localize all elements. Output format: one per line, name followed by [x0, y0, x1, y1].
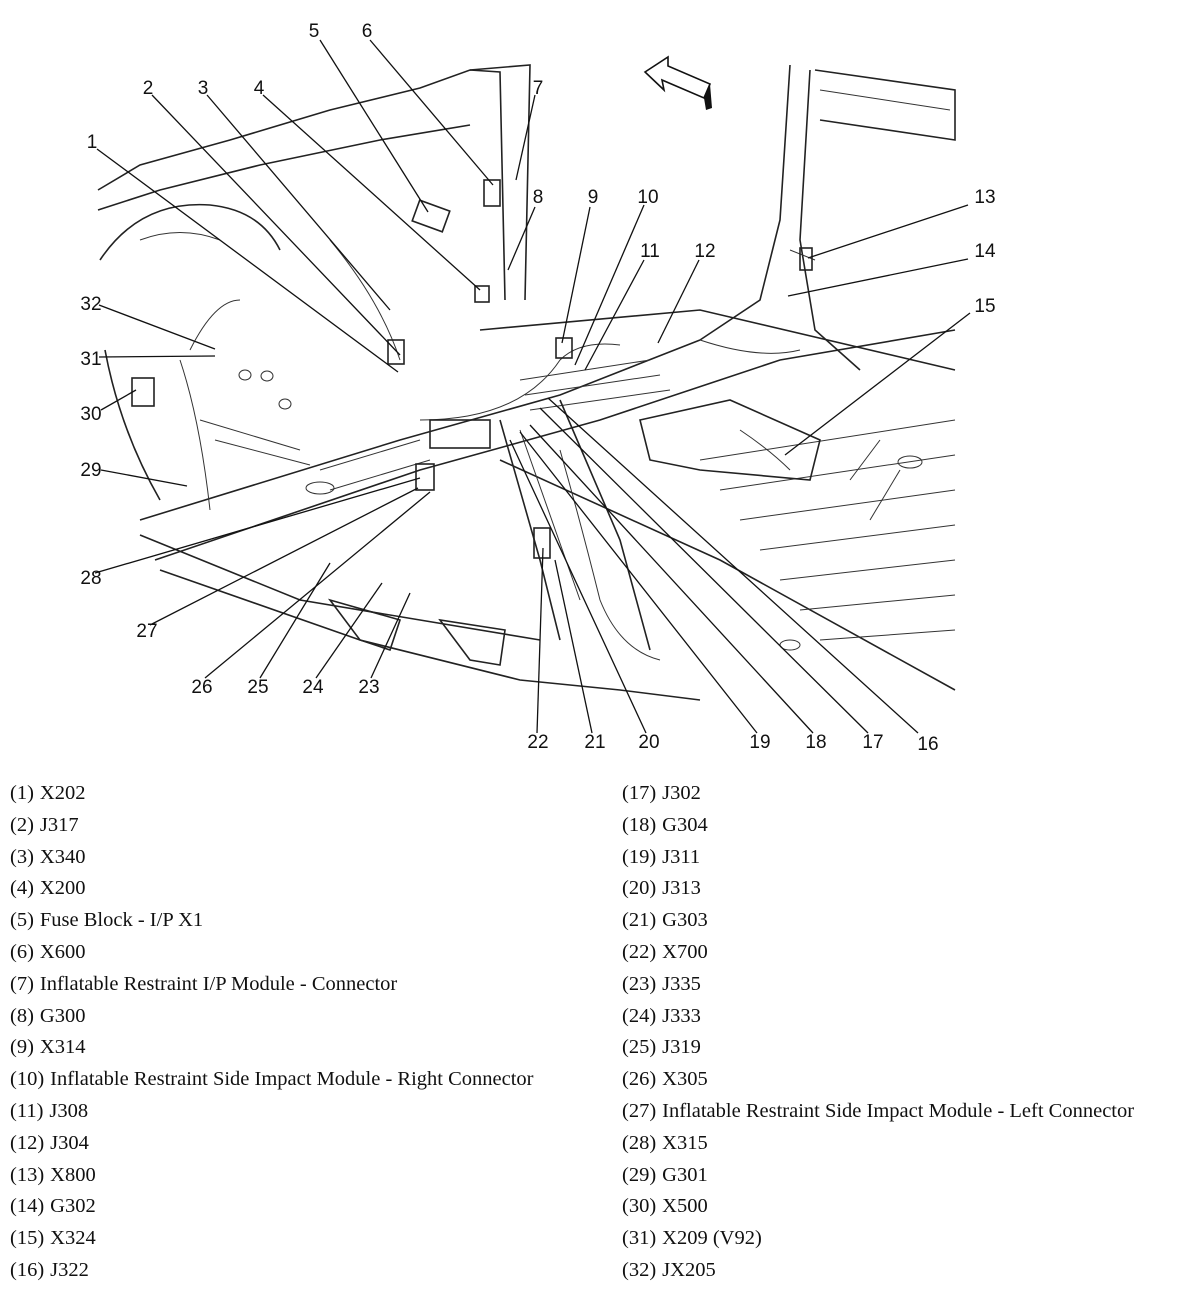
callout-29: 29 — [80, 460, 101, 481]
legend-item: (13)X800 — [10, 1163, 96, 1186]
callout-17: 17 — [862, 732, 883, 753]
legend-item: (4)X200 — [10, 877, 86, 900]
legend-item: (1)X202 — [10, 782, 86, 804]
legend-item: (26)X305 — [622, 1068, 708, 1091]
legend-item: (16)J322 — [10, 1258, 89, 1281]
callout-4: 4 — [254, 78, 265, 99]
legend-item: (14)G302 — [10, 1195, 96, 1218]
callout-6: 6 — [362, 21, 373, 42]
legend-right-column: (17)J302 (18)G304 (19)J311 (20)J313 (21)… — [622, 778, 1134, 1287]
legend-item: (27)Inflatable Restraint Side Impact Mod… — [622, 1099, 1135, 1122]
legend-item: (24)J333 — [622, 1004, 701, 1027]
vehicle-body-outline — [97, 64, 956, 701]
legend-item: (9)X314 — [10, 1036, 86, 1059]
callout-32: 32 — [80, 294, 101, 315]
callout-30: 30 — [80, 404, 101, 425]
legend-left-column: (1)X202 (2)J317 (3)X340 (4)X200 (5)Fuse … — [10, 778, 534, 1287]
legend-item: (8)G300 — [10, 1004, 86, 1027]
callout-9: 9 — [588, 187, 599, 208]
callout-1: 1 — [87, 132, 98, 153]
legend-item: (20)J313 — [622, 877, 701, 900]
callout-22: 22 — [527, 732, 548, 753]
callout-28: 28 — [80, 568, 101, 589]
legend-item: (30)X500 — [622, 1195, 708, 1218]
legend-item: (29)G301 — [622, 1163, 708, 1186]
legend-item: (23)J335 — [622, 972, 701, 995]
legend-item: (6)X600 — [10, 940, 86, 963]
legend-item: (25)J319 — [622, 1036, 701, 1059]
legend-item: (2)J317 — [10, 813, 79, 836]
vehicle-floor-diagram: 1 2 3 4 5 6 7 8 9 10 11 12 13 14 15 16 1… — [80, 21, 996, 755]
callout-23: 23 — [358, 677, 379, 698]
callout-10: 10 — [637, 187, 658, 208]
callout-13: 13 — [974, 187, 995, 208]
callout-8: 8 — [533, 187, 544, 208]
callout-20: 20 — [638, 732, 659, 753]
legend-item: (12)J304 — [10, 1131, 89, 1154]
callout-31: 31 — [80, 349, 101, 370]
legend-item: (11)J308 — [10, 1099, 89, 1122]
callout-2: 2 — [143, 78, 154, 99]
front-direction-arrow-icon — [643, 55, 712, 110]
legend-item: (21)G303 — [622, 909, 708, 932]
callout-7: 7 — [533, 78, 544, 99]
leader-lines — [94, 39, 971, 734]
callout-21: 21 — [584, 732, 605, 753]
legend-item: (17)J302 — [622, 782, 701, 804]
legend-item: (22)X700 — [622, 940, 708, 963]
callout-19: 19 — [749, 732, 770, 753]
legend-item: (18)G304 — [622, 813, 708, 836]
legend-item: (7)Inflatable Restraint I/P Module - Con… — [10, 972, 398, 995]
legend-item: (28)X315 — [622, 1131, 708, 1154]
callout-14: 14 — [974, 241, 996, 262]
callout-5: 5 — [309, 21, 320, 42]
callout-26: 26 — [191, 677, 212, 698]
callout-27: 27 — [136, 621, 157, 642]
callout-12: 12 — [694, 241, 715, 262]
callout-11: 11 — [640, 241, 660, 262]
callout-15: 15 — [974, 296, 995, 317]
callout-labels: 1 2 3 4 5 6 7 8 9 10 11 12 13 14 15 16 1… — [80, 21, 996, 755]
callout-16: 16 — [917, 734, 938, 755]
legend-item: (19)J311 — [622, 845, 701, 868]
callout-3: 3 — [198, 78, 209, 99]
legend-item: (32)JX205 — [622, 1258, 716, 1281]
legend-item: (31)X209 (V92) — [622, 1227, 762, 1250]
callout-18: 18 — [805, 732, 826, 753]
legend-item: (15)X324 — [10, 1227, 96, 1250]
callout-24: 24 — [302, 677, 324, 698]
callout-25: 25 — [247, 677, 268, 698]
legend-item: (10)Inflatable Restraint Side Impact Mod… — [10, 1068, 534, 1091]
legend-item: (5)Fuse Block - I/P X1 — [10, 909, 204, 932]
legend-item: (3)X340 — [10, 845, 86, 868]
